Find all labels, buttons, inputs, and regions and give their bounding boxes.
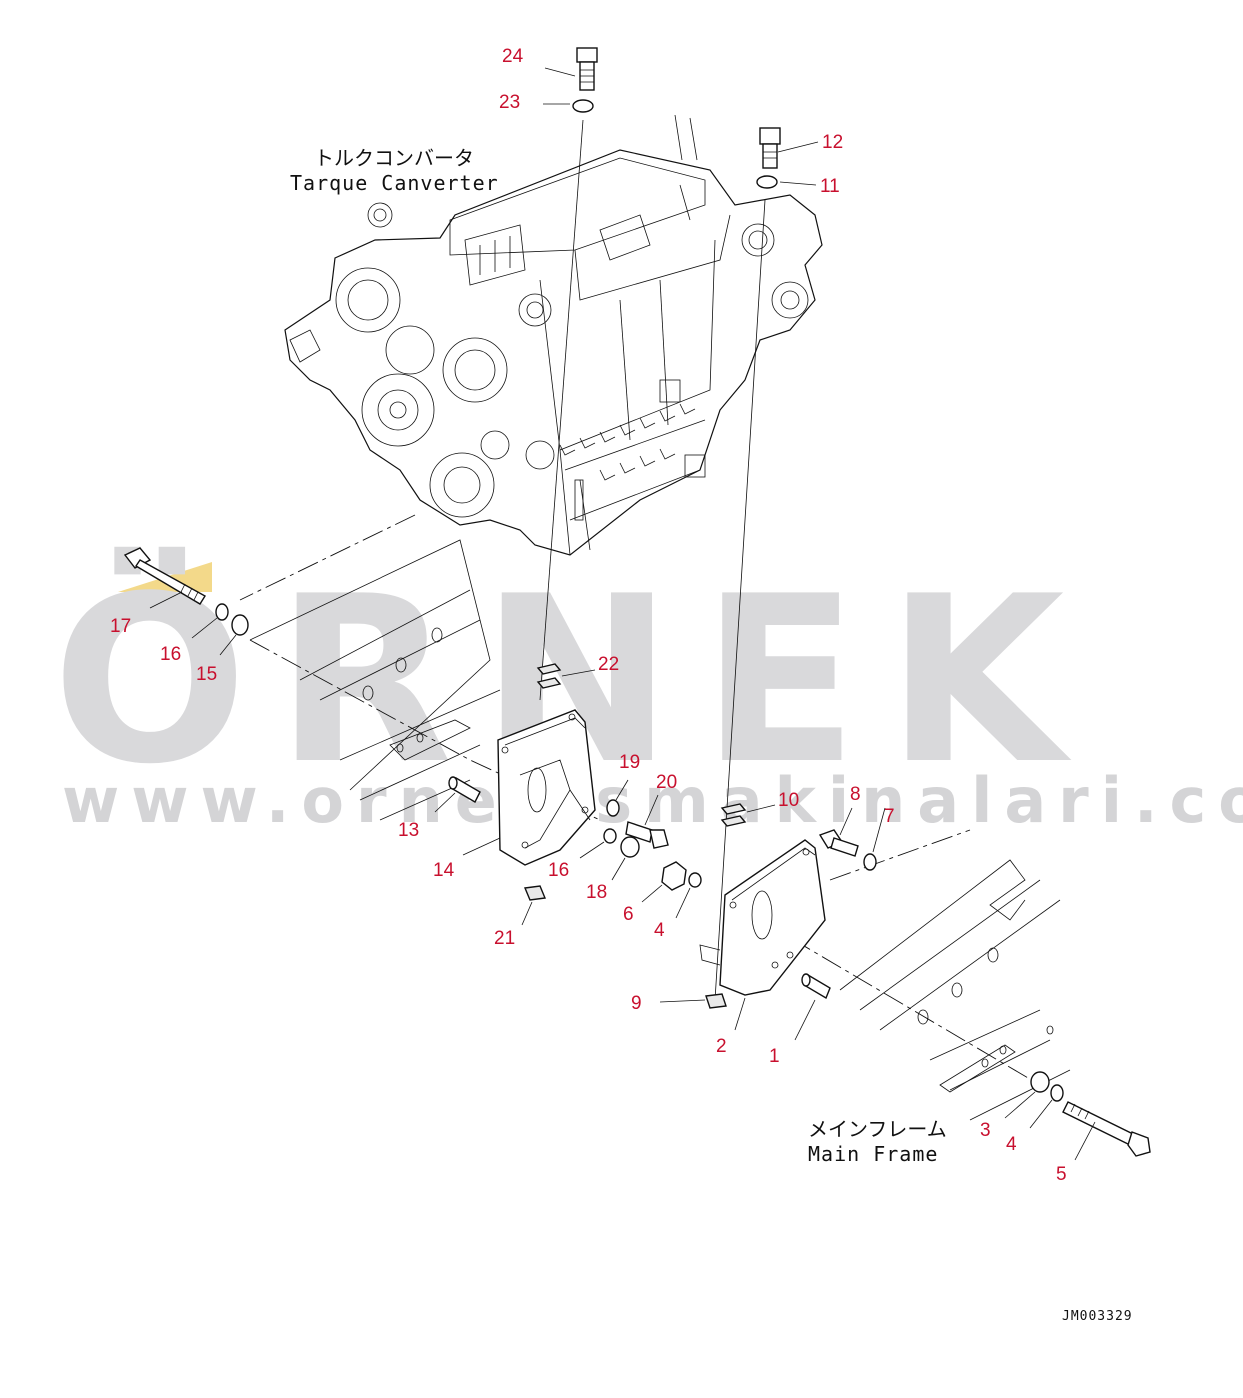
spacer-15 (231, 614, 249, 636)
callout-4b: 4 (1006, 1134, 1017, 1155)
main-frame-drawing (249, 539, 1071, 1121)
leader-lines (149, 67, 1096, 1161)
washer-7 (863, 853, 877, 871)
torque-converter-label-jp: トルクコンバータ (314, 146, 474, 170)
callout-13: 13 (398, 820, 419, 841)
bolt-5 (1062, 1101, 1151, 1157)
callout-15: 15 (196, 664, 217, 685)
fastener-parts (123, 47, 1151, 1157)
callout-numbers: 24 23 12 11 17 16 15 22 19 20 10 8 7 13 … (110, 46, 1067, 1185)
callout-9: 9 (631, 993, 642, 1014)
bolt-8 (818, 829, 859, 857)
callout-4a: 4 (654, 920, 665, 941)
nut-6 (661, 861, 687, 891)
pin-13 (448, 776, 481, 803)
callout-3: 3 (980, 1120, 991, 1141)
shim-10 (720, 803, 747, 827)
callout-16b: 16 (548, 860, 569, 881)
callout-21: 21 (494, 928, 515, 949)
component-labels: トルクコンバータ Tarque Canverter メインフレーム Main F… (290, 146, 1133, 1324)
callout-2: 2 (716, 1036, 727, 1057)
washer-4a (688, 872, 702, 888)
torque-converter-label-en: Tarque Canverter (290, 171, 499, 195)
bracket-2 (699, 839, 826, 996)
washer-4b (1050, 1084, 1064, 1102)
callout-24: 24 (502, 46, 524, 67)
spacer-18 (620, 836, 640, 858)
block-9 (705, 993, 727, 1009)
callout-5: 5 (1056, 1164, 1067, 1185)
washer-16a (215, 603, 229, 621)
callout-7: 7 (884, 806, 895, 827)
main-frame-label-jp: メインフレーム (808, 1117, 947, 1141)
callout-20: 20 (656, 772, 677, 793)
alignment-lines (239, 119, 1041, 1086)
pin-1 (801, 973, 831, 1000)
drawing-code: JM003329 (1062, 1309, 1133, 1324)
bolt-20 (625, 821, 669, 849)
bolt-12 (759, 127, 781, 169)
washer-16b (603, 828, 617, 844)
callout-22: 22 (598, 654, 619, 675)
callout-19: 19 (619, 752, 640, 773)
bolt-24 (576, 47, 598, 91)
watermark: ÖRNEK www.ornekismakinalari.com.tr (52, 546, 1243, 837)
callout-18: 18 (586, 882, 607, 903)
callout-12: 12 (822, 132, 843, 153)
callout-6: 6 (623, 904, 634, 925)
shim-22 (536, 663, 562, 689)
watermark-url: www.ornekismakinalari.com.tr (62, 764, 1243, 837)
bracket-14 (497, 709, 596, 866)
callout-14: 14 (433, 860, 455, 881)
callout-17: 17 (110, 616, 131, 637)
washer-19 (606, 799, 620, 817)
washer-23 (572, 99, 594, 113)
callout-8: 8 (850, 784, 861, 805)
callout-16a: 16 (160, 644, 181, 665)
main-frame-label-en: Main Frame (808, 1142, 938, 1166)
callout-23: 23 (499, 92, 520, 113)
block-21 (524, 885, 546, 901)
spacer-3 (1030, 1071, 1050, 1093)
bolt-17 (123, 547, 206, 605)
callout-11: 11 (820, 176, 840, 197)
callout-1: 1 (769, 1046, 780, 1067)
washer-11 (756, 175, 778, 189)
callout-10: 10 (778, 790, 799, 811)
torque-converter-drawing (284, 114, 823, 556)
